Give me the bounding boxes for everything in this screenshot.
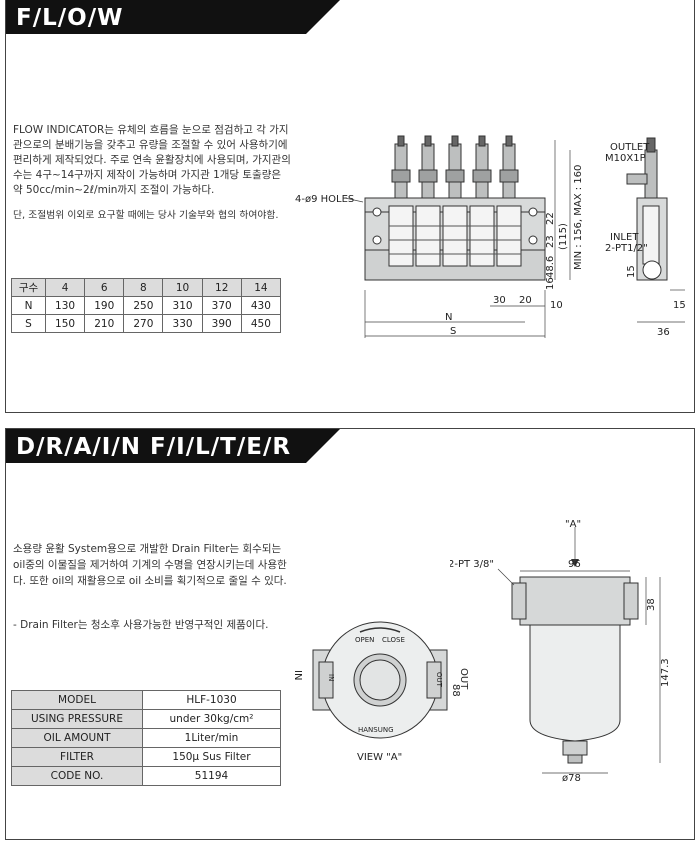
spec-key: OIL AMOUNT <box>11 728 143 748</box>
brand-label: HANSUNG <box>358 726 394 734</box>
table-row: N 130 190 250 310 370 430 <box>11 296 282 315</box>
table-cell: 210 <box>84 314 125 333</box>
dim-S: S <box>450 326 456 337</box>
flow-indicator-size-table: 구수 4 6 8 10 12 14 N 130 190 250 310 370 … <box>11 278 282 333</box>
inlet-label: INLET <box>610 232 639 243</box>
spec-key: FILTER <box>11 747 143 767</box>
in-small-label: IN <box>327 674 335 681</box>
dim-10: 10 <box>550 300 563 311</box>
in-label: IN <box>292 670 303 680</box>
drain-filter-note: - Drain Filter는 청소후 사용가능한 반영구적인 제품이다. <box>13 619 269 631</box>
table-cell: 4 <box>44 278 86 297</box>
dim-96: 96 <box>568 559 581 570</box>
table-cell: 150 <box>44 314 86 333</box>
table-row: USING PRESSURE under 30kg/cm² <box>11 709 281 729</box>
dim-15-left: 15 <box>626 265 637 278</box>
view-caption: VIEW "A" <box>357 752 402 763</box>
dim-N: N <box>445 312 452 323</box>
spec-value: HLF-1030 <box>142 690 281 710</box>
table-cell: 130 <box>44 296 86 315</box>
dim-38: 38 <box>646 598 657 611</box>
dim-15-right: 15 <box>673 300 686 311</box>
dim-30: 30 <box>493 295 506 306</box>
outlet-spec: M10X1P <box>605 153 646 164</box>
drain-filter-front-view: "A" 96 2-PT 3/8" 38 147.3 ø78 <box>450 519 671 784</box>
dim-78: ø78 <box>562 773 581 784</box>
port-label: 2-PT 3/8" <box>450 559 494 570</box>
table-cell: S <box>11 314 46 333</box>
table-cell: 250 <box>123 296 164 315</box>
out-small-label: OUT <box>435 672 443 688</box>
table-cell: 10 <box>162 278 203 297</box>
drain-filter-section: D/R/A/I/N F/I/L/T/E/R <box>5 428 695 840</box>
dim-36: 36 <box>657 327 670 338</box>
table-cell: 190 <box>84 296 125 315</box>
table-cell: 330 <box>162 314 203 333</box>
height-range: MIN : 156, MAX : 160 <box>573 165 584 270</box>
spec-key: CODE NO. <box>11 766 143 786</box>
table-cell: 370 <box>201 296 242 315</box>
dim-48-6: 48.6 <box>545 256 556 278</box>
out-label: OUT <box>458 668 469 690</box>
table-row: MODEL HLF-1030 <box>11 690 281 710</box>
table-row: OIL AMOUNT 1Liter/min <box>11 728 281 748</box>
table-row: S 150 210 270 330 390 450 <box>11 314 282 333</box>
spec-value: 150μ Sus Filter <box>142 747 281 767</box>
spec-key: USING PRESSURE <box>11 709 143 729</box>
table-row: CODE NO. 51194 <box>11 766 281 786</box>
holes-label: 4-ø9 HOLES <box>295 194 354 205</box>
drain-filter-top-view: OPEN CLOSE HANSUNG IN OUT IN OUT 88 VIEW… <box>292 621 469 763</box>
flow-indicator-drawing: 4-ø9 HOLES N S 30 20 10 OUTLET M10X1P IN… <box>295 135 686 338</box>
table-cell: 구수 <box>11 278 46 297</box>
dim-16: 16 <box>545 277 556 290</box>
table-cell: 390 <box>201 314 242 333</box>
dim-147-3: 147.3 <box>660 658 671 687</box>
table-row: FILTER 150μ Sus Filter <box>11 747 281 767</box>
close-label: CLOSE <box>382 636 405 644</box>
table-cell: N <box>11 296 46 315</box>
table-cell: 12 <box>201 278 242 297</box>
table-cell: 14 <box>240 278 282 297</box>
table-cell: 430 <box>240 296 282 315</box>
dim-88: 88 <box>450 684 461 697</box>
table-cell: 270 <box>123 314 164 333</box>
open-label: OPEN <box>355 636 374 644</box>
table-cell: 310 <box>162 296 203 315</box>
table-cell: 8 <box>123 278 164 297</box>
table-header-row: 구수 4 6 8 10 12 14 <box>11 278 282 297</box>
spec-value: under 30kg/cm² <box>142 709 281 729</box>
dim-22: 22 <box>545 212 556 225</box>
flow-indicator-section: F/L/O/W I/N/D/I/C/A/T/O/R <box>5 0 695 413</box>
flow-indicator-description: FLOW INDICATOR는 유체의 흐름을 눈으로 점검하고 각 가지관으로… <box>13 124 291 196</box>
inlet-spec: 2-PT1/2" <box>605 243 648 254</box>
dim-23: 23 <box>545 235 556 248</box>
drain-filter-title: D/R/A/I/N F/I/L/T/E/R <box>6 429 340 463</box>
view-marker: "A" <box>565 519 581 530</box>
outlet-label: OUTLET <box>610 142 650 153</box>
dim-20: 20 <box>519 295 532 306</box>
spec-key: MODEL <box>11 690 143 710</box>
drain-filter-spec-table: MODEL HLF-1030 USING PRESSURE under 30kg… <box>11 690 281 786</box>
spec-value: 51194 <box>142 766 281 786</box>
flow-indicator-note: 단, 조절범위 이외로 요구할 때에는 당사 기술부와 협의 하여야함. <box>13 210 279 221</box>
dim-115: (115) <box>558 223 569 250</box>
table-cell: 450 <box>240 314 282 333</box>
table-cell: 6 <box>84 278 125 297</box>
flow-indicator-title: F/L/O/W I/N/D/I/C/A/T/O/R <box>6 0 340 63</box>
spec-value: 1Liter/min <box>142 728 281 748</box>
drain-filter-description: 소용량 윤활 System용으로 개발한 Drain Filter는 회수되는 … <box>13 543 287 587</box>
